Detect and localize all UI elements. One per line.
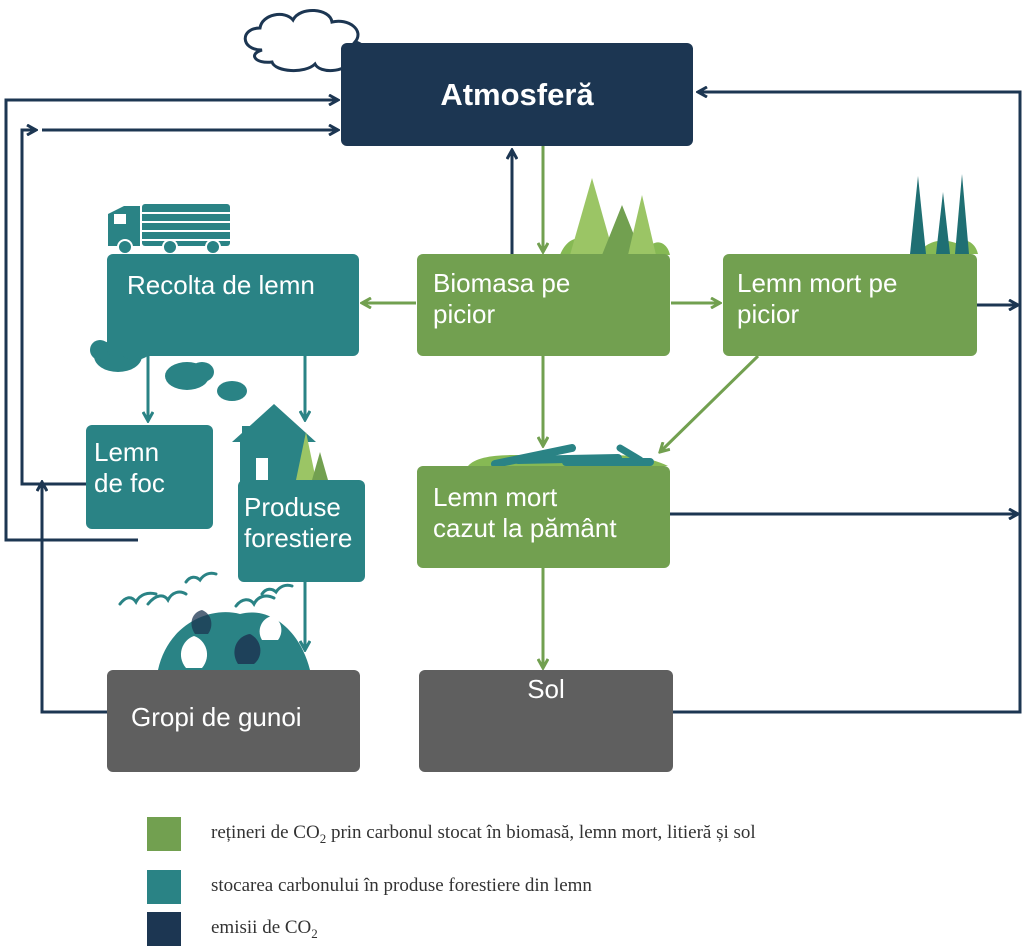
arrow-right-return-to-atmosphere [673,92,1022,714]
landfill-icon [158,610,310,670]
legend-text-storage: stocarea carbonului în produse forestier… [211,875,592,896]
logs-icon [468,444,668,468]
fallen-deadwood-box: Lemn mort cazut la pământ [417,466,670,568]
fallen-deadwood-label-line2: cazut la pământ [433,513,617,543]
firewood-label-line1: Lemn [94,437,160,467]
standing-biomass-box: Biomasa pe picior [417,254,670,356]
arrow-firewood-to-atmosphere [20,130,86,486]
standing-deadwood-label-line1: Lemn mort pe [737,268,898,298]
birds-icon [118,571,294,608]
landfill-box: Gropi de gunoi [107,670,360,772]
standing-deadwood-box: Lemn mort pe picior [723,254,977,356]
arrow-outer-left-to-atmosphere [4,100,338,542]
legend-swatch-green [147,817,181,851]
atmosphere-box: Atmosferă [341,43,693,146]
conifer-trees-icon [910,174,978,254]
cloud-icon [243,9,368,72]
legend-swatch-navy [147,912,181,946]
legend-text-emissions: emisii de CO2 [211,917,318,941]
trees-icon [560,178,670,255]
bag-icon [180,636,208,668]
bag-icon [234,634,261,664]
forest-products-label-line1: Produse [244,492,341,522]
legend-item-storage: stocarea carbonului în produse forestier… [147,870,1007,910]
bag-icon [191,610,212,634]
forest-products-label-line2: forestiere [244,523,353,553]
standing-biomass-label-line1: Biomasa pe [433,268,571,298]
harvest-label: Recolta de lemn [127,270,315,300]
truck-icon [108,204,230,255]
standing-biomass-label-line2: picior [433,299,496,329]
fallen-deadwood-label-line1: Lemn mort [433,482,558,512]
storage-arrows [148,356,305,650]
harvest-box: Recolta de lemn [107,254,359,356]
legend-item-sequestration: rețineri de CO2 prin carbonul stocat în … [147,817,1007,857]
forest-products-box: Produse forestiere [238,480,365,582]
sequestration-arrows [362,146,760,668]
legend-item-emissions: emisii de CO2 [147,912,1007,952]
landfill-label: Gropi de gunoi [131,702,302,732]
standing-deadwood-label-line2: picior [737,299,800,329]
arrow-landfill-to-atmosphere [42,482,107,714]
legend-text-sequestration: rețineri de CO2 prin carbonul stocat în … [211,822,756,846]
soil-box: Sol [419,670,673,772]
firewood-box: Lemn de foc [86,425,213,529]
house-icon [232,404,328,482]
atmosphere-label: Atmosferă [440,77,594,112]
soil-label: Sol [527,674,565,704]
firewood-label-line2: de foc [94,468,165,498]
bag-icon [259,616,282,640]
emission-arrows [4,92,1022,714]
legend-swatch-teal [147,870,181,904]
arrow-standing-to-fallen-deadwood [660,354,760,452]
